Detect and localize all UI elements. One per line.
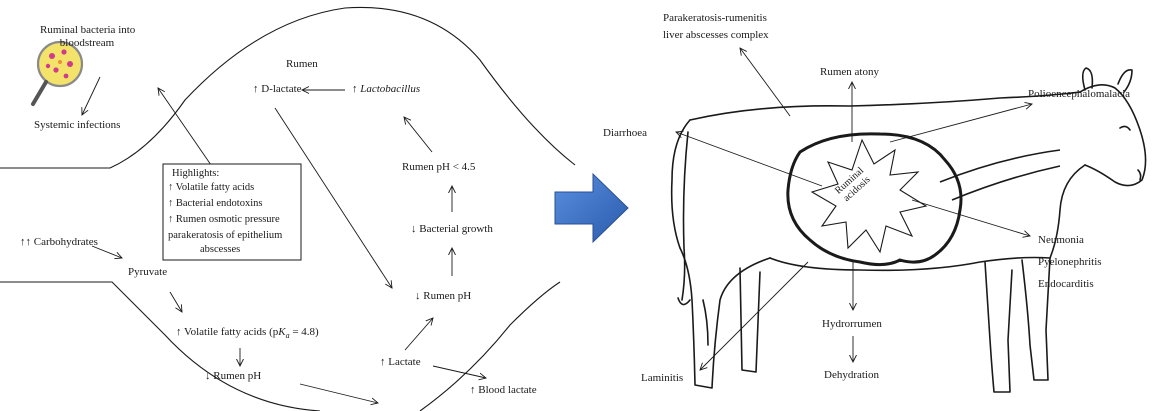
highlights-title: Highlights: — [172, 168, 219, 180]
parakeratosis-label: Parakeratosis-rumenitis liver abscesses … — [663, 10, 769, 44]
rumen-atony-label: Rumen atony — [820, 66, 879, 79]
vfa-label: ↑ Volatile fatty acids (pKa = 4.8) — [176, 326, 319, 342]
magnifier-bacteria-icon — [33, 42, 82, 104]
highlight-item: abscesses — [200, 244, 240, 256]
lactate-label: ↑ Lactate — [380, 356, 421, 369]
hydrorrumen-label: Hydrorrumen — [822, 318, 882, 331]
d-lactate-label: ↑ D-lactate — [253, 83, 302, 96]
respiratory-conditions-label: Neumonia Pyelonephritis Endocarditis — [1038, 229, 1102, 295]
highlight-item: ↑ Bacterial endotoxins — [168, 198, 262, 210]
highlight-item: ↑ Volatile fatty acids — [168, 182, 254, 194]
pyruvate-label: Pyruvate — [128, 266, 167, 279]
highlight-item: parakeratosis of epithelium — [168, 230, 282, 242]
rumen-title: Rumen — [286, 58, 318, 71]
blood-lactate-label: ↑ Blood lactate — [470, 384, 537, 397]
carbohydrates-label: ↑↑ Carbohydrates — [20, 236, 98, 249]
lactobacillus-label: ↑ Lactobacillus — [352, 83, 420, 96]
bacterial-growth-label: ↓ Bacterial growth — [411, 223, 493, 236]
systemic-infections-label: Systemic infections — [34, 119, 120, 132]
acidosis-starburst — [812, 140, 926, 252]
highlight-item: ↑ Rumen osmotic pressure — [168, 214, 280, 226]
rumen-ph-left-label: ↓ Rumen pH — [205, 370, 261, 383]
laminitis-label: Laminitis — [641, 372, 683, 385]
bacteria-bloodstream-label: Ruminal bacteria into bloodstream — [40, 24, 134, 50]
dehydration-label: Dehydration — [824, 369, 879, 382]
rumen-ph-45-label: Rumen pH < 4.5 — [402, 161, 475, 174]
polioencephalomalacia-label: Polioencephalomalacia — [1028, 88, 1130, 101]
diarrhoea-label: Diarrhoea — [603, 127, 647, 140]
rumen-ph-right-label: ↓ Rumen pH — [415, 290, 471, 303]
big-blue-arrow — [555, 174, 628, 242]
